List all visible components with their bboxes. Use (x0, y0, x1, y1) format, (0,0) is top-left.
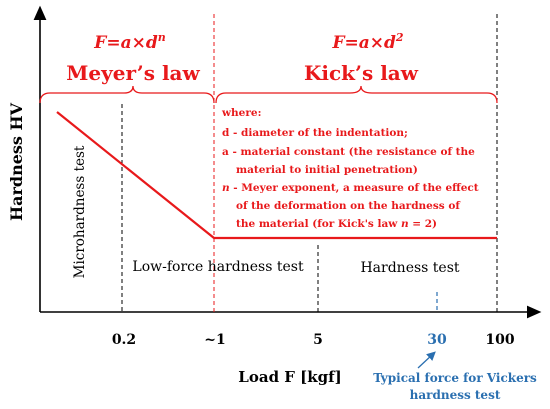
region-low-force: Low-force hardness test (132, 259, 304, 275)
where-line-4: material to initial penetration) (236, 164, 418, 176)
where-line-3: a - material constant (the resistance of… (222, 146, 475, 158)
region-hardness: Hardness test (360, 260, 459, 276)
x-axis-label: Load F [kgf] (238, 368, 341, 386)
hardness-curve (56, 111, 497, 240)
where-line-1: where: (221, 107, 261, 119)
y-axis-label: Hardness HV (7, 102, 26, 221)
tick-label-100: 100 (485, 332, 514, 348)
tick-label-1: ~1 (204, 332, 225, 348)
kick-formula: F=a×d2 (331, 31, 403, 53)
region-microhardness: Microhardness test (72, 145, 88, 278)
kick-brace (215, 85, 498, 104)
meyer-brace (39, 85, 215, 104)
tick-label-0.2: 0.2 (112, 332, 136, 348)
tick-label-5: 5 (313, 332, 323, 348)
where-line-5: n - Meyer exponent, a measure of the eff… (222, 182, 479, 194)
vickers-note-line-2: hardness test (410, 388, 501, 402)
tick-label-30: 30 (427, 332, 447, 348)
vickers-note-line-1: Typical force for Vickers (373, 371, 537, 385)
where-line-2: d - diameter of the indentation; (222, 127, 408, 139)
where-line-7: the material (for Kick's law n = 2) (236, 218, 437, 230)
where-line-6: of the deformation on the hardness of (236, 200, 461, 212)
meyer-law-label: Meyer’s law (66, 61, 200, 85)
meyer-formula: F=a×dn (93, 31, 165, 53)
vickers-arrow (417, 351, 436, 369)
where-block: where: d - diameter of the indentation; … (221, 107, 479, 230)
kick-law-label: Kick’s law (304, 61, 419, 85)
